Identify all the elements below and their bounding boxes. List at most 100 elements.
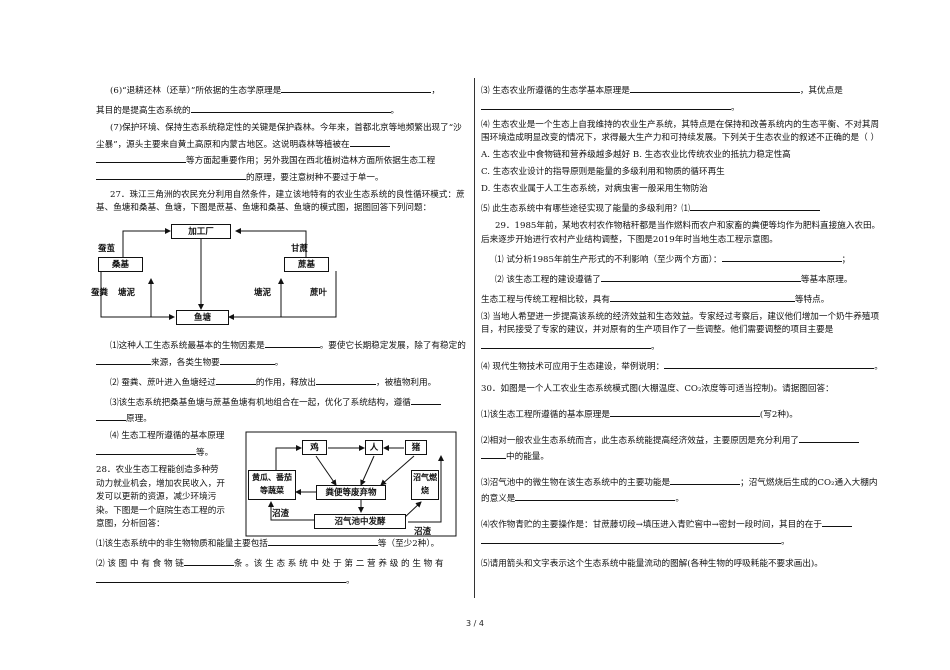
manure-node: 粪便等废弃物 [316,485,386,501]
question-29-1: ⑴ 试分析1985年前生产形式的不利影响（至少两个方面）：； [481,251,885,268]
answer-blank[interactable] [629,82,800,93]
q3b-text: ，其优点是 [799,86,843,96]
question-27: 27．珠江三角洲的农民充分利用自然条件，建立该地特有的农业生态系统的良性循环模式… [96,189,465,214]
question-30-2: ⑵相对一般农业生态系统而言，此生态系统能提高经济效益，主要原因是充分利用了中的能… [481,432,885,465]
question-29-2b: 生态工程与传统工程相比较，具有等特点。 [481,291,885,308]
answer-blank[interactable] [481,448,506,460]
q28-1b-text: 等（至少2种）。 [377,539,440,550]
question-30: 30．如图是一个人工农业生态系统模式图(大棚温度、CO₂浓度等可适当控制)。请据… [481,384,834,395]
q27-3b-text: 原理。 [126,414,152,425]
answer-blank[interactable] [96,169,246,180]
answer-blank[interactable] [349,136,390,147]
pond-mud-label: 塘泥 [254,288,272,299]
answer-blank[interactable] [689,200,820,212]
q28-2a-text: ⑵ 该 图 中 有 食 物 链 [96,559,184,570]
answer-blank[interactable] [481,533,781,544]
answer-blank[interactable] [670,474,741,485]
option-d[interactable]: D. 生态农业属于人工生态系统，对病虫害一般采用生物防治 [481,184,708,195]
q30-2b-text: 中的能量。 [506,452,549,463]
factory-node: 加工厂 [171,224,231,240]
cane-node: 蔗基 [284,257,329,273]
question-27-4: ⑷ 生态工程所遵循的基本原理等。 [96,430,226,460]
q5-text: ⑸ 此生态系统中有哪些途径实现了能量的多级利用？⑴ [481,204,690,215]
answer-blank[interactable] [481,338,651,349]
q29-2a-text: ⑵ 该生态工程的建设遵循了 [495,274,601,285]
q6b-text: 其目的是提高生态系统的 [96,105,191,116]
q27-1a-text: ⑴这种人工生态系统最基本的生物因素是 [110,341,265,352]
question-29-2: ⑵ 该生态工程的建设遵循了 等基本原理。 [481,271,885,288]
option-c[interactable]: C. 生态农业设计的指导原则是能量的多级利用和物质的循环再生 [481,167,725,178]
answer-blank[interactable] [96,354,151,365]
question-27-1: ⑴这种人工生态系统最基本的生物因素是。要使它长期稳定发展，除了有稳定的来源，各类… [96,337,468,370]
answer-blank[interactable] [190,102,391,113]
answer-blank[interactable] [609,291,795,302]
q29-2c-text: 生态工程与传统工程相比较，具有 [481,294,610,305]
question-30-4: ⑷农作物青贮的主要操作是：甘蔗藤切段→填压进入青贮窖中→密封一段时间，其目的在于… [481,516,885,549]
q27-2c-text: ，被植物利用。 [376,377,437,388]
pond-mud-label: 塘泥 [118,288,136,299]
option-a-b[interactable]: A. 生态农业中食物链和营养级越多越好 B. 生态农业比传统农业的抵抗力稳定性高 [481,150,791,161]
answer-blank[interactable] [267,535,378,547]
q6-text: (6)“退耕还林（还草）”所依据的生态学原理是 [110,86,282,96]
answer-blank[interactable] [410,394,441,405]
courtyard-diagram: 鸡 人 猪 黄瓜、番茄等蔬菜 粪便等废弃物 沼气燃烧 沼气池中发酵 沼渣 沼渣 [236,430,461,542]
question-7: (7)保护环境、保持生态系统稳定性的关键是保护森林。今年来，首都北京等地频繁出现… [96,122,468,185]
question-5: ⑸ 此生态系统中有哪些途径实现了能量的多级利用？⑴ [481,200,885,217]
answer-blank[interactable] [215,374,256,385]
q27-2a-text: ⑵ 蚕粪、蔗叶进入鱼塘经过 [110,377,216,388]
column-divider [474,78,475,598]
mulberry-node: 桑基 [98,257,143,273]
q29-3-text: ⑶ 当地人希望进一步提高该系统的经济效益和生态效益。专家经过考察后，建议他们增加… [481,311,880,336]
q29-2b-text: 等基本原理。 [800,274,853,285]
q28-1a-text: ⑴该生态系统中的非生物物质和能量主要包括 [96,539,268,550]
answer-blank[interactable] [600,271,801,282]
answer-blank[interactable] [281,82,432,93]
question-4: ⑷ 生态农业是一个生态上自我维持的农业生产系统，其特点是在保持和改善系统内的生态… [481,119,880,144]
answer-blank[interactable] [96,572,346,583]
question-29: 29．1985年前，某地农村农作物秸秆都是当作燃料而农户和家畜的粪便等均作为肥料… [481,221,881,245]
question-6: (6)“退耕还林（还草）”所依据的生态学原理是， [96,82,468,99]
question-27-3: ⑶该生态系统把桑基鱼塘与蔗基鱼塘有机地组合在一起，优化了系统结构，遵循原理。 [96,394,468,427]
q27-4-and-q28-block: ⑷ 生态工程所遵循的基本原理等。 28．农业生态工程能创造多种劳动力就业机会，增… [96,430,468,537]
fermentation-node: 沼气池中发酵 [314,514,406,530]
answer-blank[interactable] [219,354,275,365]
cane-leaf-label: 蔗叶 [310,288,328,299]
right-column: ⑶ 生态农业所遵循的生态学基本原理是，其优点是。 ⑷ 生态农业是一个生态上自我维… [481,82,885,575]
answer-blank[interactable] [183,555,234,567]
page-number: 3 / 4 [466,619,484,628]
answer-blank[interactable] [96,444,156,456]
answer-blank[interactable] [264,337,320,349]
question-28: 28．农业生态工程能创造多种劳动力就业机会，增加农民收入，开发可以更新的资源，减… [96,465,225,530]
vegetables-node: 黄瓜、番茄等蔬菜 [248,470,296,501]
answer-blank[interactable] [96,410,126,422]
answer-blank[interactable] [721,251,842,262]
answer-blank[interactable] [798,432,859,443]
fishpond-node: 鱼塘 [176,310,229,326]
residue-label: 沼渣 [414,527,432,538]
q27-1c-text: 来源，各类生物要 [151,357,220,368]
fishpond-diagram: 加工厂 蚕茧 桑基 甘蔗 蔗基 蚕粪 塘泥 塘泥 蔗叶 鱼塘 [91,219,468,337]
q29-1-text: ⑴ 试分析1985年前生产形式的不利影响（至少两个方面）： [495,254,722,265]
answer-blank[interactable] [515,490,676,502]
answer-blank[interactable] [481,99,731,110]
cocoon-label: 蚕茧 [98,244,116,255]
q30-3b-text: ；沼气燃烧后生成的CO₂通入大棚内的意义是 [481,477,878,505]
answer-blank[interactable] [609,406,760,417]
q27-4b-text: 等。 [196,448,214,459]
question-29-4: ⑷ 现代生物技术可应用于生态建设，举例说明：。 [481,358,885,375]
pig-node: 猪 [405,440,427,456]
answer-blank[interactable] [96,152,186,164]
q30-2a-text: ⑵相对一般农业生态系统而言，此生态系统能提高经济效益，主要原因是充分利用了 [481,435,799,446]
diagram-arrows [100,228,337,321]
q7b-text: 等方面起重要作用；另外我国在西北植树造林方面所依据生态工程 [186,156,436,167]
q27-3a-text: ⑶该生态系统把桑基鱼塘与蔗基鱼塘有机地组合在一起，优化了系统结构，遵循 [110,397,411,408]
answer-blank[interactable] [316,374,377,385]
question-30-3: ⑶沼气池中的微生物在该生态系统中的主要功能是；沼气燃烧后生成的CO₂通入大棚内的… [481,474,885,507]
courtyard-arrows [245,431,457,537]
answer-blank[interactable] [821,516,852,527]
q30-3a-text: ⑶沼气池中的微生物在该生态系统中的主要功能是 [481,477,671,488]
answer-blank[interactable] [156,444,196,456]
question-30-5: ⑸请用箭头和文字表示这个生态系统中能量流动的图解(各种生物的呼吸耗能不要求画出)… [481,559,823,570]
answer-blank[interactable] [664,358,875,369]
